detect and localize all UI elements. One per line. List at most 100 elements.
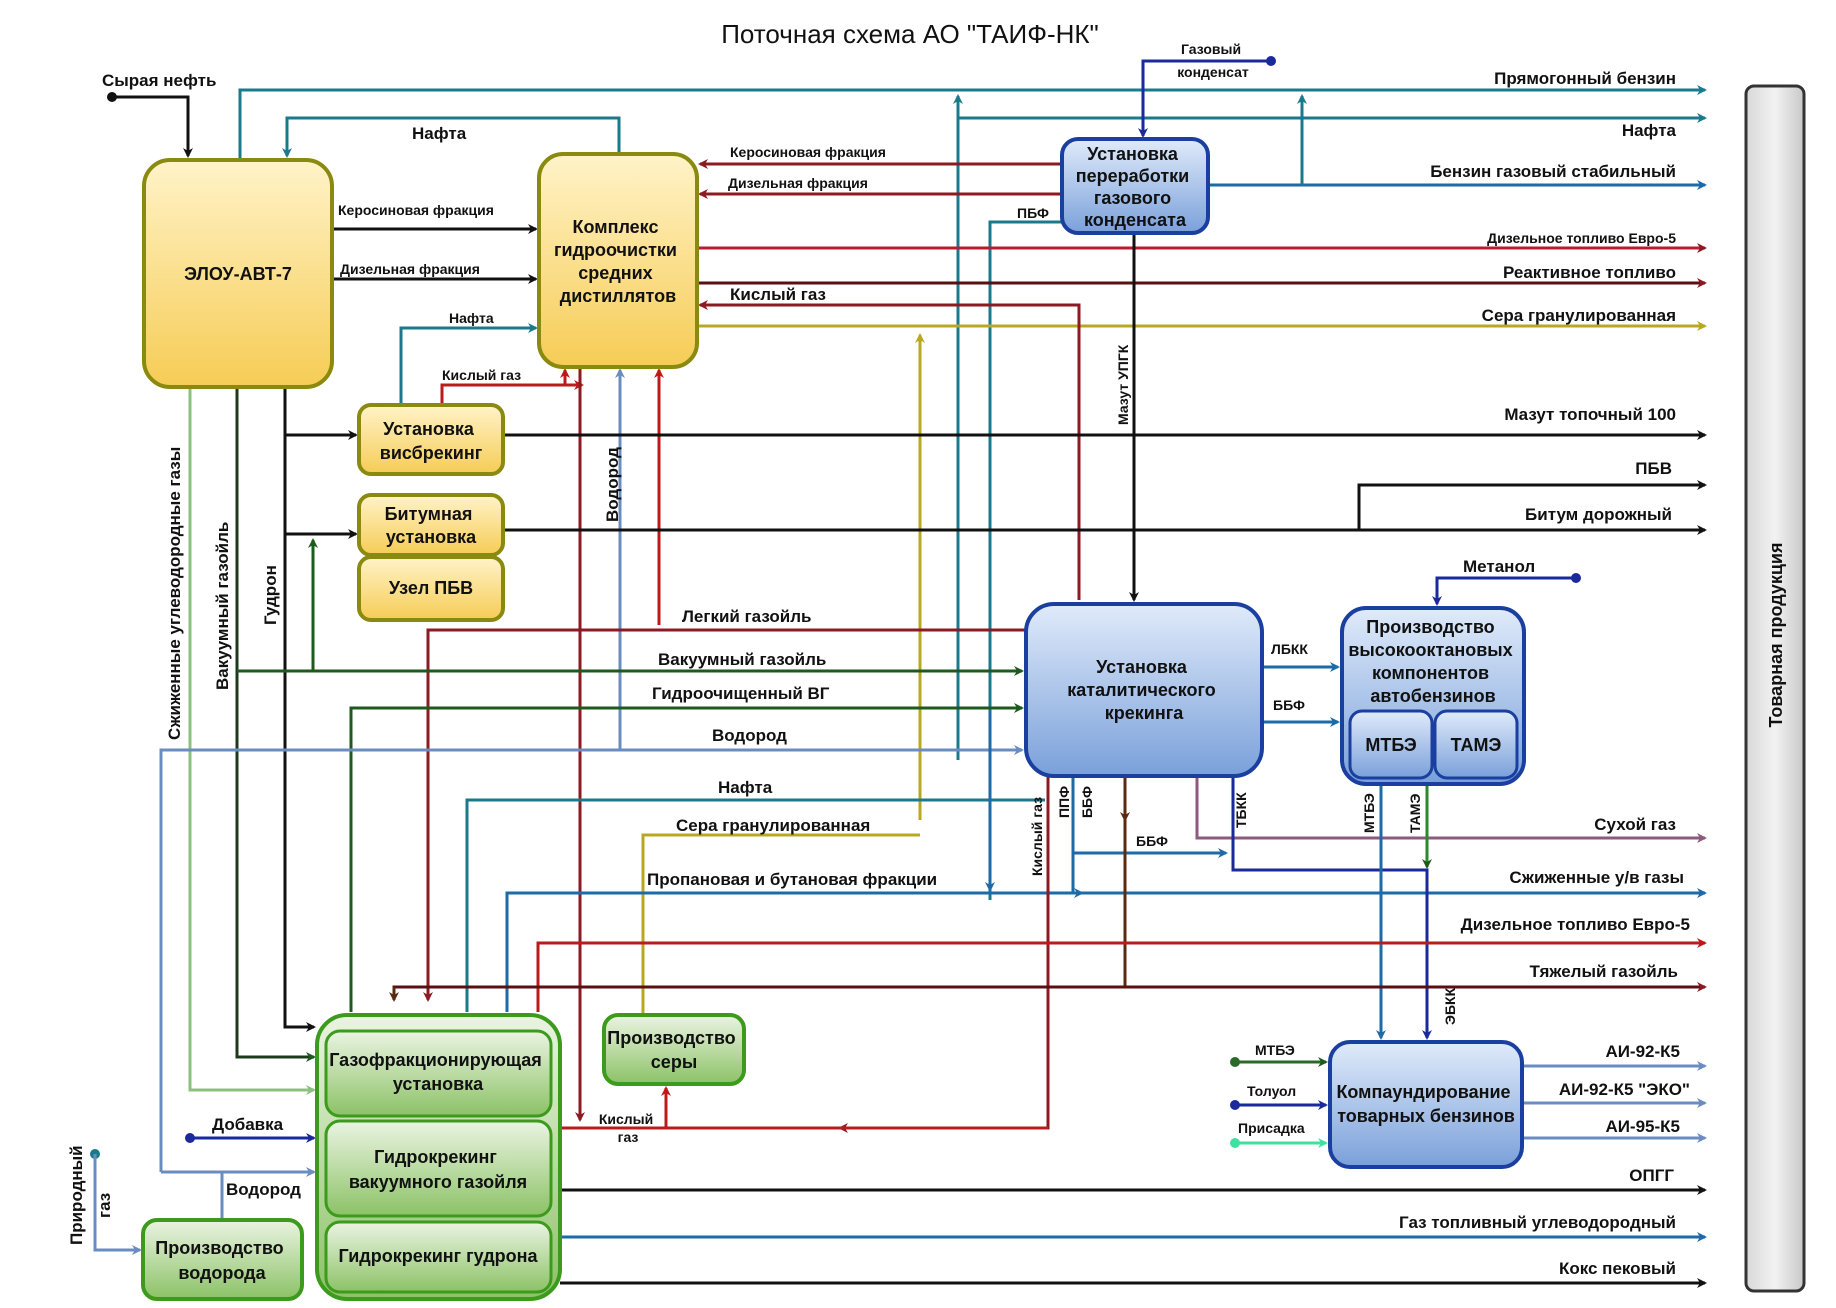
hydrotreat-line-4: дистиллятов: [560, 286, 676, 306]
bitumen-line-1: Битумная: [385, 504, 473, 524]
pbf-line: [988, 220, 1062, 900]
hydrotreat-line-3: средних: [578, 263, 652, 283]
pbv-label: Узел ПБВ: [389, 578, 473, 598]
input-labels: Сырая нефть Газовый конденсат Метанол До…: [67, 41, 1535, 1245]
nafta-low-line: [465, 798, 1045, 1012]
subunit-tame[interactable]: ТАМЭ: [1433, 709, 1519, 780]
tame-label: ТАМЭ: [1451, 735, 1502, 755]
high-octane-line-4: автобензинов: [1370, 686, 1495, 706]
compounding-line-1: Компаундирование: [1336, 1082, 1510, 1102]
gas-condensate-label-2: конденсат: [1177, 64, 1249, 80]
subunit-gas-fractionation[interactable]: Газофракционирующая установка: [324, 1029, 553, 1118]
flow-label-mtbe-v: МТБЭ: [1361, 793, 1377, 833]
subunit-mtbe[interactable]: МТБЭ: [1348, 709, 1434, 780]
cat-cracking-line-3: крекинга: [1105, 703, 1184, 723]
nafta-vis-line: [399, 323, 538, 405]
svg-text:Установка каталитическог: Установка каталитического крекинга: [1067, 657, 1221, 723]
sour-gas-cc-line: [838, 776, 1050, 1133]
flow-labels: Нафта Керосиновая фракция Дизельная фрак…: [165, 124, 1458, 1199]
flow-label-hydrogen: Водород: [712, 726, 787, 745]
flow-label-nafta-mid: Нафта: [449, 310, 494, 326]
sulfur-line-2: серы: [651, 1052, 697, 1072]
svg-text:Комплекс гидроочистки: Комплекс гидроочистки средних дистиллято…: [554, 217, 682, 306]
sour-gas-vis-line: [440, 380, 584, 405]
hydrogen-line: [159, 745, 1024, 1172]
flow-label-bbf-v: ББФ: [1079, 786, 1095, 818]
natural-gas-label-1: Природный: [67, 1145, 86, 1245]
unit-visbreaking[interactable]: Установка висбрекинг: [357, 403, 505, 476]
product-label: Газ топливный углеводородный: [1399, 1213, 1676, 1232]
svg-text:Установка висбрекинг: Установка висбрекинг: [380, 419, 483, 463]
svg-text:Гидрокрекинг вакуумног: Гидрокрекинг вакуумного газойля: [349, 1147, 527, 1192]
unit-bitumen[interactable]: Битумная установка: [357, 493, 505, 557]
hydrotreated-vgo-line: [349, 703, 1024, 1012]
flow-label-kerosene-gc: Керосиновая фракция: [730, 144, 886, 160]
unit-sulfur[interactable]: Производство серы: [602, 1013, 746, 1086]
flow-label-nafta-low: Нафта: [718, 778, 773, 797]
flow-label-tame-v: ТАМЭ: [1407, 794, 1423, 833]
unit-high-octane[interactable]: Производство высокооктановых компонентов…: [1340, 606, 1526, 786]
flow-label-vgo-v: Вакуумный газойль: [213, 522, 232, 690]
svg-text:Производство водорода: Производство водорода: [155, 1238, 288, 1283]
product-label: Дизельное топливо Евро-5: [1461, 915, 1690, 934]
high-octane-line-1: Производство: [1366, 617, 1494, 637]
flow-label-mazut-upgk: Мазут УПГК: [1115, 344, 1131, 425]
products-sidebar: Товарная продукция: [1744, 84, 1806, 1293]
flow-label-vgo: Вакуумный газойль: [658, 650, 826, 669]
flow-label-sour-gas-bottom-1: Кислый: [599, 1111, 653, 1127]
lpg-vertical-line: [188, 387, 316, 1095]
tbkk-ebkk-line: [1231, 776, 1432, 1040]
gas-condensate-line-1: Установка: [1087, 144, 1179, 164]
flow-label-light-gasoil: Легкий газойль: [682, 607, 811, 626]
additive-label: Добавка: [212, 1115, 284, 1134]
hydrogen-line-2: водорода: [178, 1263, 266, 1283]
product-label: ОПГГ: [1629, 1166, 1674, 1185]
flow-label-sour-gas-vis: Кислый газ: [442, 367, 521, 383]
unit-gas-condensate[interactable]: Установка переработки газового конденсат…: [1060, 137, 1210, 235]
prisadka-label: Присадка: [1238, 1120, 1305, 1136]
flow-label-ppf: ППФ: [1056, 786, 1072, 818]
flow-label-sour-gas-bottom-2: газ: [618, 1129, 639, 1145]
nafta-return-line: [282, 116, 621, 158]
unit-compounding[interactable]: Компаундирование товарных бензинов: [1328, 1040, 1524, 1169]
flow-label-hydrogen-v: Водород: [603, 447, 622, 522]
svg-text:Газовый конденсат: Газовый конденсат: [1177, 41, 1249, 80]
product-label: Сухой газ: [1594, 815, 1676, 834]
flow-label-diesel: Дизельная фракция: [340, 261, 480, 277]
diagram-title: Поточная схема АО "ТАИФ-НК": [721, 19, 1099, 49]
subunit-hydrocracking-tar[interactable]: Гидрокрекинг гудрона: [324, 1220, 553, 1294]
gas-condensate-line-4: конденсата: [1084, 210, 1187, 230]
product-label: Тяжелый газойль: [1529, 962, 1678, 981]
product-label: Сера гранулированная: [1482, 306, 1676, 325]
unit-gfu-complex[interactable]: Газофракционирующая установка Гидрокреки…: [315, 1013, 562, 1301]
subunit-hydrocracking-vgo[interactable]: Гидрокрекинг вакуумного газойля: [324, 1119, 553, 1218]
sidebar-label: Товарная продукция: [1766, 542, 1786, 727]
svg-text:Установка переработки: Установка переработки газового конденсат…: [1076, 144, 1194, 230]
product-label: Бензин газовый стабильный: [1430, 162, 1676, 181]
unit-hydrotreating-complex[interactable]: Комплекс гидроочистки средних дистиллято…: [537, 152, 699, 369]
unit-elou[interactable]: ЭЛОУ-АВТ-7: [142, 158, 334, 389]
sour-gas-ht-line: [698, 300, 1081, 600]
gas-condensate-line-3: газового: [1094, 188, 1171, 208]
flow-label-sour-gas-ht: Кислый газ: [730, 285, 826, 304]
cat-cracking-line-2: каталитического: [1067, 680, 1215, 700]
gfu-line-2: установка: [393, 1074, 484, 1094]
unit-pbv[interactable]: Узел ПБВ: [357, 555, 505, 622]
flow-label-ebkk: ЭБКК: [1442, 987, 1458, 1025]
unit-cat-cracking[interactable]: Установка каталитического крекинга: [1024, 602, 1264, 778]
mtbe-label: МТБЭ: [1365, 735, 1416, 755]
natural-gas-label-2: газ: [95, 1193, 114, 1218]
high-octane-line-2: высокооктановых: [1348, 640, 1512, 660]
flow-label-bbf2: ББФ: [1136, 833, 1168, 849]
light-gasoil-line: [423, 628, 1026, 1002]
gas-condensate-label-1: Газовый: [1181, 41, 1241, 57]
flow-label-sulfur-low: Сера гранулированная: [676, 816, 870, 835]
natural-gas-line: [93, 1154, 142, 1255]
unit-hydrogen[interactable]: Производство водорода: [141, 1218, 304, 1301]
product-label: Сжиженные у/в газы: [1509, 868, 1684, 887]
hc-tar-label: Гидрокрекинг гудрона: [338, 1246, 538, 1266]
product-label: Дизельное топливо Евро-5: [1487, 230, 1676, 246]
product-label: Нафта: [1622, 121, 1677, 140]
product-label: Битум дорожный: [1525, 505, 1672, 524]
